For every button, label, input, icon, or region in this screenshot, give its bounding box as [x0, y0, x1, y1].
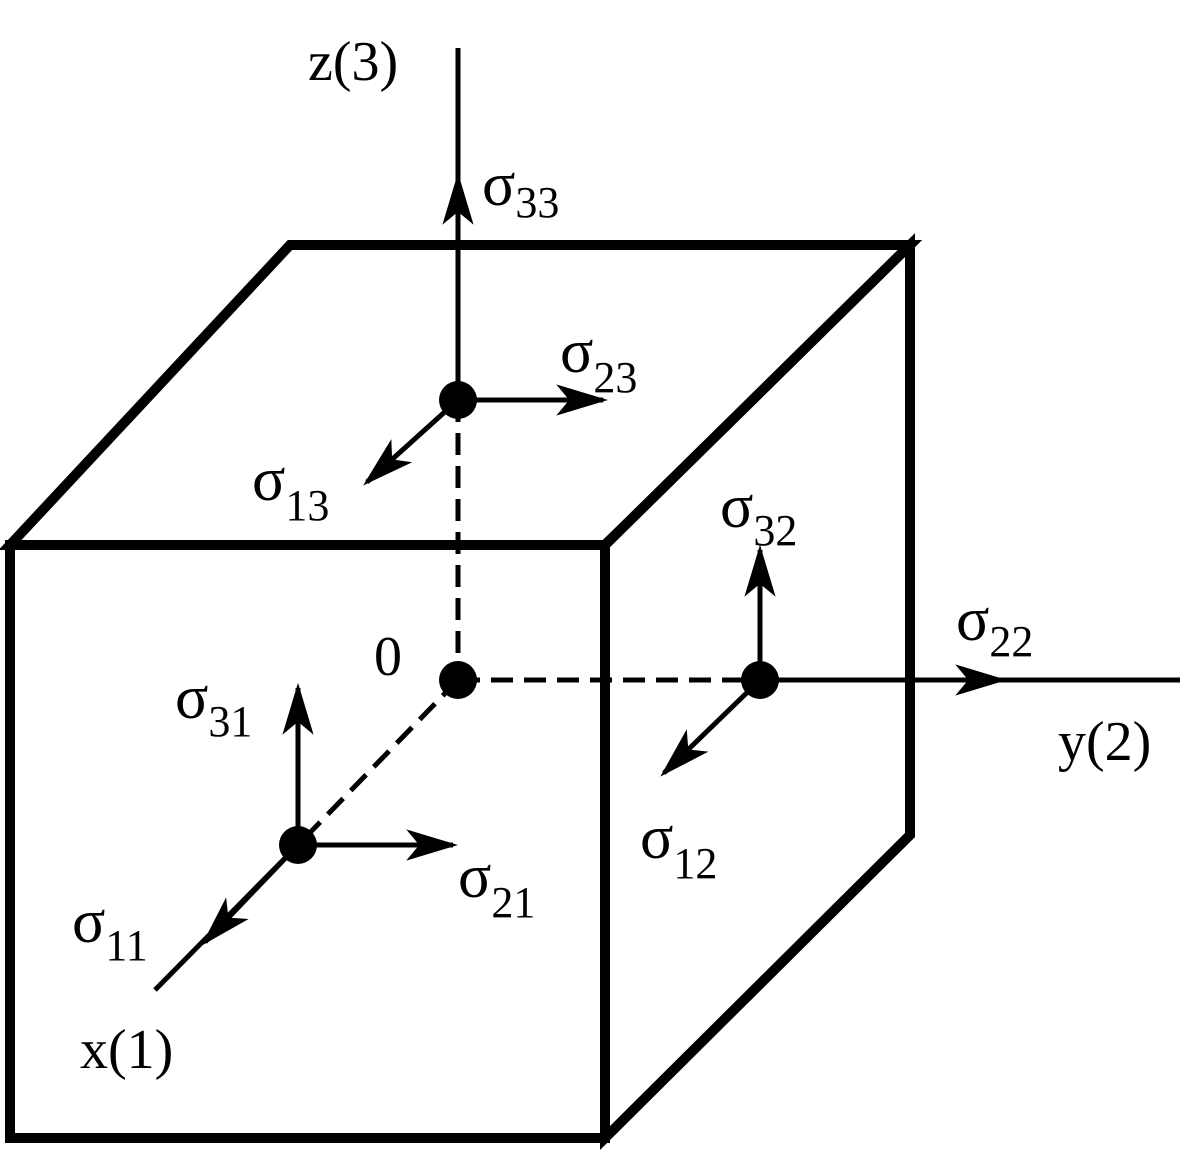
point-top-face: [439, 381, 477, 419]
sigma-11-label: σ11: [72, 888, 148, 970]
point-origin: [439, 661, 477, 699]
sigma-22-label: σ22: [956, 586, 1033, 666]
hidden-axes: [296, 400, 760, 847]
y-axis-label: y(2): [1058, 711, 1151, 773]
arrow-sigma-13: [363, 398, 460, 486]
point-front-face: [279, 826, 317, 864]
sigma-33-label: σ33: [482, 151, 559, 227]
cube: [0, 233, 923, 1151]
x-axis-hidden: [296, 678, 460, 847]
z-axis-label: z(3): [308, 31, 398, 93]
sigma-21-label: σ21: [458, 843, 535, 927]
sigma-23-label: σ23: [560, 318, 637, 402]
origin-label: 0: [374, 626, 402, 688]
labels: z(3) y(2) x(1) 0 σ33 σ23 σ13 σ32 σ22 σ12…: [72, 31, 1151, 1081]
sigma-12-label: σ12: [640, 804, 717, 888]
sigma-32-label: σ32: [720, 473, 797, 555]
cube-right-face: [600, 233, 915, 1151]
points: [279, 381, 779, 864]
sigma-31-label: σ31: [175, 664, 252, 746]
stress-arrows: [201, 172, 1008, 946]
arrow-sigma-12: [660, 678, 762, 777]
sigma-13-label: σ13: [252, 446, 329, 530]
x-axis-label: x(1): [80, 1019, 173, 1081]
point-right-face: [741, 661, 779, 699]
arrow-sigma-11: [201, 843, 300, 946]
